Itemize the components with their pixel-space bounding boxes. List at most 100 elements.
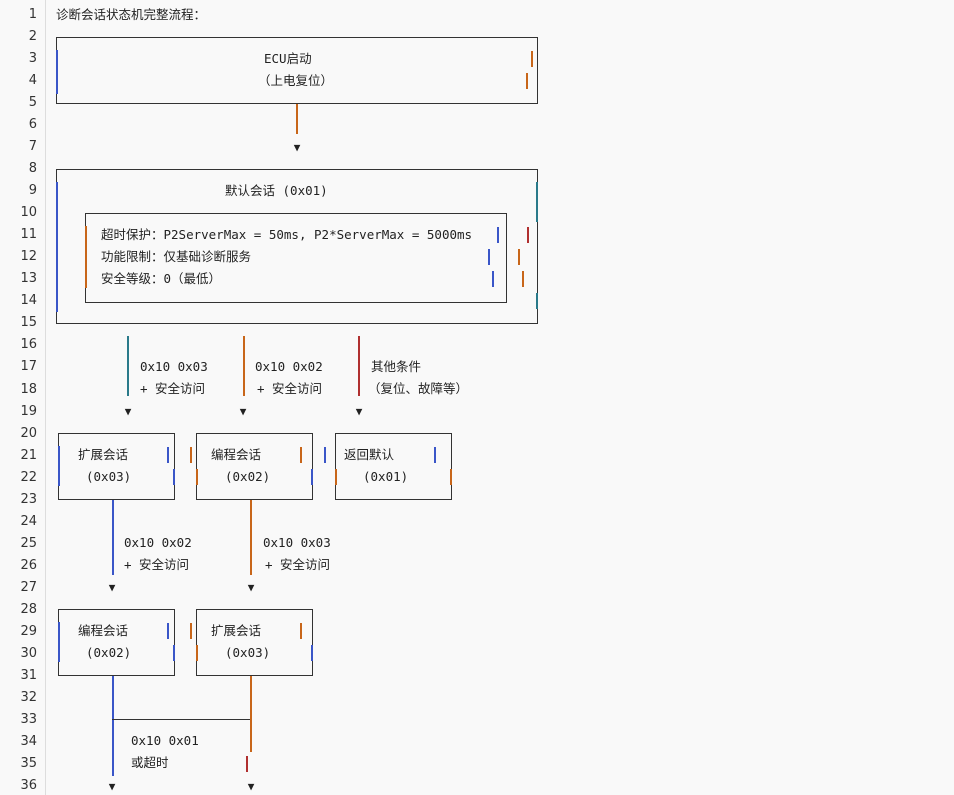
line-number: 16 — [20, 337, 37, 353]
box-label: 编程会话 — [211, 447, 262, 462]
box-vertical-bar — [497, 227, 499, 243]
extended-session-box-2 — [196, 609, 313, 676]
line-number: 26 — [20, 557, 37, 573]
line-number: 29 — [20, 623, 37, 639]
box-vertical-bar — [311, 469, 313, 485]
line-number: 12 — [20, 249, 37, 265]
box-vertical-bar — [58, 622, 60, 662]
line-number: 19 — [20, 403, 37, 419]
line-number: 3 — [28, 51, 37, 67]
line-number: 13 — [20, 271, 37, 287]
flow-line — [296, 104, 298, 134]
return-default-box — [335, 433, 452, 500]
ecu-box-line2: （上电复位） — [258, 73, 334, 88]
line-number: 4 — [28, 73, 37, 89]
line-number: 33 — [20, 711, 37, 727]
merge-line — [112, 719, 250, 720]
branch-extended-cmd: 0x10 0x03 — [140, 359, 208, 374]
box-vertical-bar — [250, 500, 252, 575]
box-vertical-bar — [167, 623, 169, 639]
box-vertical-bar — [85, 226, 87, 288]
box-vertical-bar — [250, 676, 252, 752]
line-number: 32 — [20, 689, 37, 705]
box-vertical-bar — [488, 249, 490, 265]
line-number: 15 — [20, 315, 37, 331]
line-number: 6 — [28, 117, 37, 133]
line-number: 35 — [20, 756, 37, 772]
arrow-down-icon: ▼ — [124, 405, 132, 418]
box-vertical-bar — [335, 469, 337, 485]
box-code: (0x03) — [225, 645, 271, 660]
arrow-down-icon: ▼ — [247, 581, 255, 594]
box-code: (0x02) — [86, 645, 132, 660]
box-label: 扩展会话 — [78, 447, 129, 462]
box-vertical-bar — [112, 500, 114, 575]
arrow-down-icon: ▼ — [355, 405, 363, 418]
line-number: 21 — [20, 447, 37, 463]
arrow-down-icon: ▼ — [108, 780, 116, 793]
branch-programming-cmd: 0x10 0x02 — [255, 359, 323, 374]
ecu-box-line1: ECU启动 — [264, 51, 312, 66]
line-number: 28 — [20, 601, 37, 617]
box-vertical-bar — [196, 645, 198, 661]
extended-session-box — [58, 433, 175, 500]
box-vertical-bar — [190, 623, 192, 639]
transition-to-extended-cmd: 0x10 0x03 — [263, 535, 331, 550]
default-session-title: 默认会话 (0x01) — [225, 183, 328, 198]
line-number: 10 — [20, 205, 37, 221]
line-number: 27 — [20, 579, 37, 595]
box-code: (0x01) — [363, 469, 409, 484]
line-number: 8 — [28, 161, 37, 177]
ecu-start-box — [56, 37, 538, 104]
line-number: 22 — [20, 469, 37, 485]
box-vertical-bar — [56, 182, 58, 312]
box-vertical-bar — [190, 447, 192, 463]
programming-session-box — [196, 433, 313, 500]
line-number: 9 — [28, 183, 37, 199]
line-number: 17 — [20, 359, 37, 375]
line-number: 18 — [20, 381, 37, 397]
box-code: (0x03) — [86, 469, 132, 484]
branch-other-cond: （复位、故障等） — [368, 381, 469, 396]
line-number: 25 — [20, 535, 37, 551]
transition-to-programming-cmd: 0x10 0x02 — [124, 535, 192, 550]
arrow-down-icon: ▼ — [108, 581, 116, 594]
box-vertical-bar — [173, 469, 175, 485]
box-vertical-bar — [518, 249, 520, 265]
box-vertical-bar — [196, 469, 198, 485]
box-vertical-bar — [300, 447, 302, 463]
box-vertical-bar — [526, 73, 528, 89]
arrow-down-icon: ▼ — [239, 405, 247, 418]
box-vertical-bar — [358, 336, 360, 396]
line-number: 34 — [20, 733, 37, 749]
transition-to-extended-cond: + 安全访问 — [265, 557, 331, 572]
line-number: 23 — [20, 491, 37, 507]
programming-session-box-2 — [58, 609, 175, 676]
box-vertical-bar — [522, 271, 524, 287]
line-number: 5 — [28, 95, 37, 111]
line-number: 1 — [28, 7, 37, 22]
line-number: 31 — [20, 667, 37, 683]
box-vertical-bar — [112, 676, 114, 776]
box-vertical-bar — [127, 336, 129, 396]
line-number: 2 — [28, 29, 37, 45]
line-number: 30 — [20, 645, 37, 661]
box-vertical-bar — [167, 447, 169, 463]
box-vertical-bar — [536, 293, 538, 309]
box-vertical-bar — [324, 447, 326, 463]
box-label: 编程会话 — [78, 623, 129, 638]
box-vertical-bar — [173, 645, 175, 661]
branch-other-cmd: 其他条件 — [371, 359, 422, 374]
detail-security-level: 安全等级：0（最低） — [101, 271, 222, 286]
box-vertical-bar — [246, 756, 248, 772]
branch-programming-cond: + 安全访问 — [257, 381, 323, 396]
box-vertical-bar — [527, 227, 529, 243]
branch-extended-cond: + 安全访问 — [140, 381, 206, 396]
return-cmd: 0x10 0x01 — [131, 733, 199, 748]
box-label: 返回默认 — [344, 447, 395, 462]
box-vertical-bar — [531, 51, 533, 67]
box-vertical-bar — [450, 469, 452, 485]
box-vertical-bar — [536, 182, 538, 222]
detail-function-limit: 功能限制：仅基础诊断服务 — [101, 249, 252, 264]
